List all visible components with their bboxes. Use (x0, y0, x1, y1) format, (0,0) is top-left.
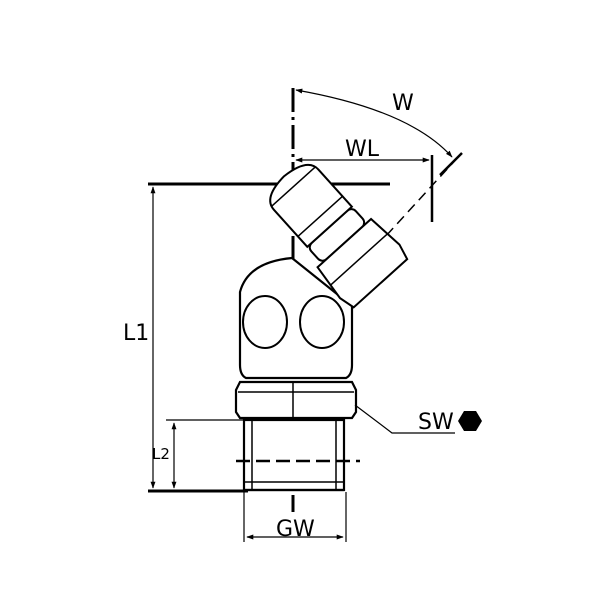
label-w: W (392, 91, 414, 116)
sw-leader-line (354, 404, 455, 434)
label-gw: GW (276, 517, 315, 542)
threaded-shank (236, 418, 360, 492)
w-dimension-arc (295, 88, 453, 158)
angled-nozzle (269, 163, 409, 309)
label-wl: WL (345, 137, 380, 162)
label-l1: L1 (123, 321, 149, 346)
label-l2: L2 (152, 445, 170, 463)
body-hole-right (299, 295, 345, 349)
label-sw: SW (418, 410, 454, 435)
body-hole-left (242, 295, 288, 349)
w-reference-tick (439, 152, 463, 176)
hex-collar (234, 380, 358, 420)
hexagon-icon (458, 411, 482, 431)
